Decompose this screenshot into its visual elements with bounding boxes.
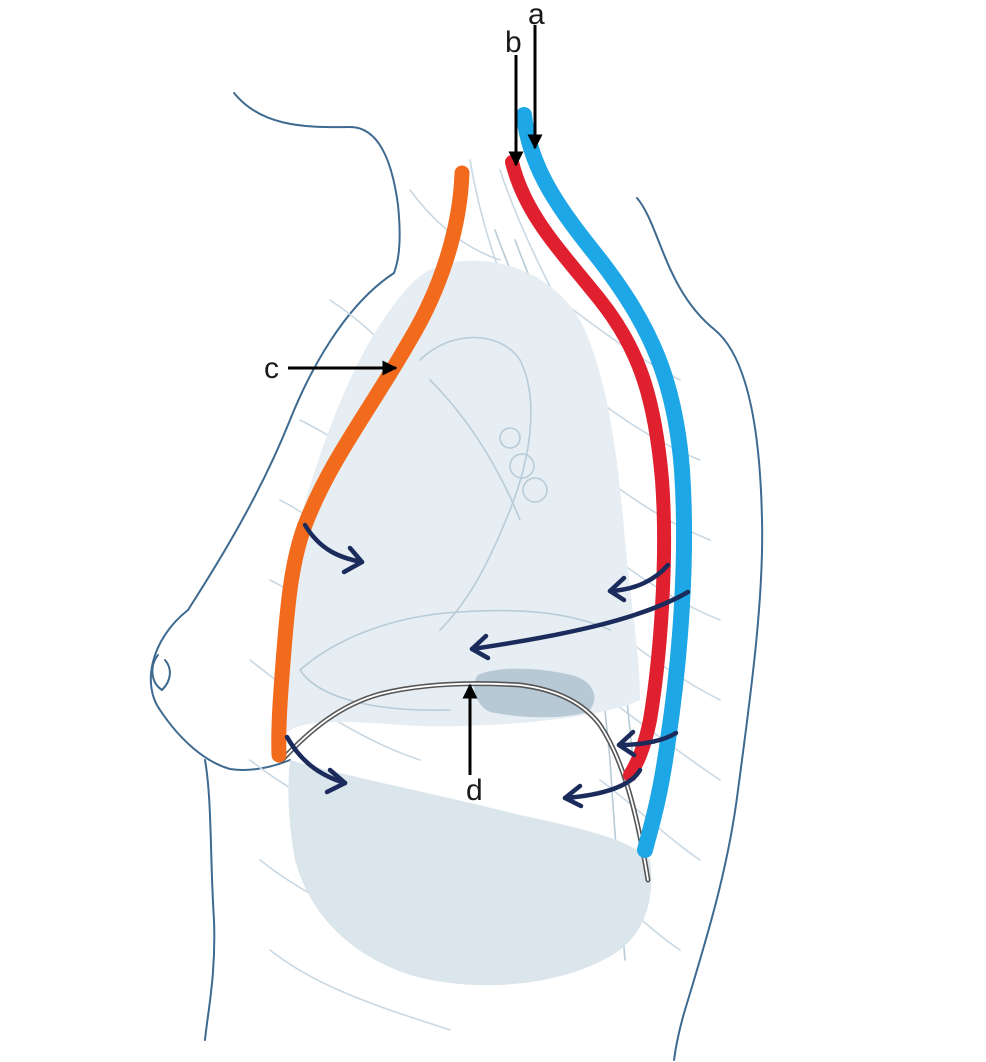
thoracic-organs	[279, 260, 652, 986]
flow-arrow-lower-right-2	[562, 767, 643, 801]
label-d: d	[466, 774, 483, 807]
flow-arrow-lower-right-1	[616, 730, 679, 748]
diaphragm-line	[279, 681, 651, 883]
body-outline	[149, 92, 764, 1061]
vessel-b	[505, 155, 672, 782]
vessel-a	[516, 107, 693, 858]
flow-arrows	[284, 522, 691, 809]
pointer-arrows	[288, 25, 543, 775]
flow-arrow-lower-left	[284, 734, 348, 786]
flow-arrow-long	[469, 589, 691, 652]
label-c: c	[264, 352, 279, 385]
label-a: a	[528, 0, 545, 31]
label-b: b	[505, 26, 522, 59]
flow-arrow-upper-left	[302, 522, 365, 565]
vessel-c	[271, 165, 470, 763]
flow-arrow-upper-right	[607, 562, 671, 594]
